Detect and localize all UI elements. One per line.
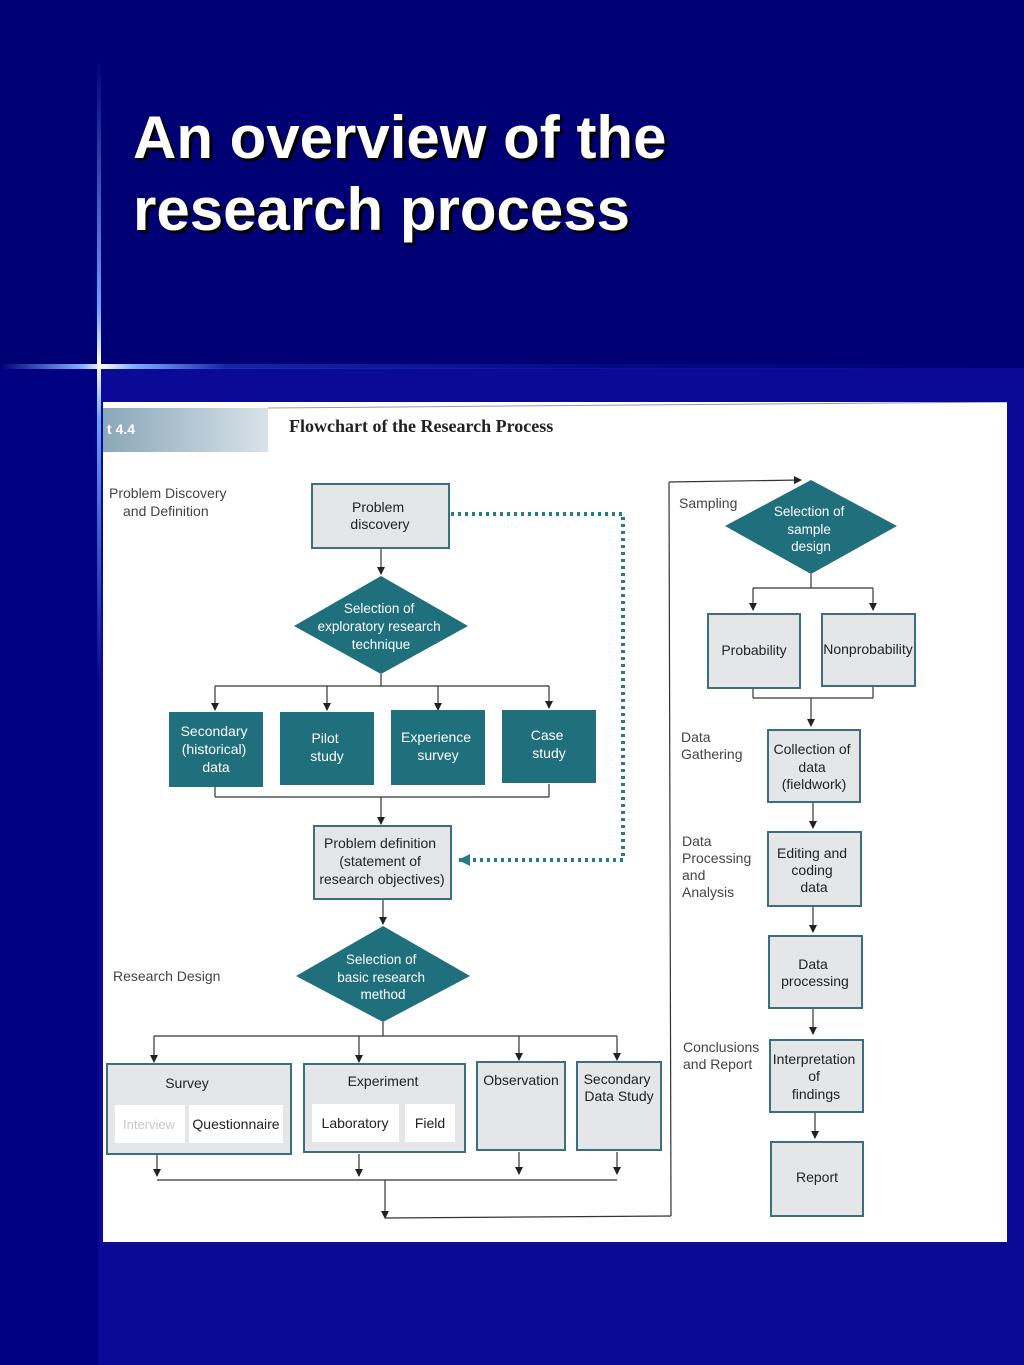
node-experience-survey: Experience survey: [391, 710, 485, 785]
svg-text:Experiment: Experiment: [348, 1073, 419, 1089]
horizontal-accent-line: [0, 364, 1024, 369]
slide-header-band: [0, 0, 1024, 368]
node-probability: Probability: [707, 613, 801, 689]
node-report: Report: [770, 1141, 864, 1217]
node-data-processing: Data processing: [768, 935, 863, 1009]
svg-text:Observation: Observation: [483, 1072, 558, 1088]
flowchart-figure: t 4.4 Flowchart of the Research Process: [103, 402, 1007, 1242]
node-exploratory-technique: Selection of exploratory research techni…: [294, 576, 468, 674]
svg-text:Selection of explorato: Selection of exploratory research techni…: [318, 601, 445, 652]
stage-label-research-design: Research Design: [113, 968, 220, 984]
node-collection-of-data: Collection of data (fieldwork): [767, 729, 861, 803]
slide-title-line-1: An overview of the: [133, 104, 667, 171]
svg-text:Problem discovery: Problem discovery: [350, 499, 409, 532]
slide-title: An overview of the research process: [133, 102, 933, 246]
node-nonprobability: Nonprobability: [821, 613, 916, 687]
stage-label-data-gathering: Data Gathering: [681, 729, 742, 762]
node-editing-coding: Editing and coding data: [767, 831, 862, 907]
node-case-study: Case study: [502, 710, 596, 783]
exhibit-label-band: [103, 408, 268, 452]
figure-title: Flowchart of the Research Process: [289, 416, 553, 436]
slide-left-band: [0, 368, 98, 1365]
title-rule: [267, 402, 1007, 409]
node-problem-definition: Problem definition (statement of researc…: [313, 825, 452, 900]
exhibit-label: t 4.4: [107, 421, 135, 437]
feedback-dotted-arrow: [451, 512, 625, 866]
svg-text:Collection of data: Collection of data (fieldwork): [774, 741, 855, 792]
stage-label-conclusions: Conclusions and Report: [683, 1039, 763, 1072]
node-questionnaire: Questionnaire: [189, 1105, 283, 1143]
svg-text:Field: Field: [415, 1115, 445, 1131]
node-sample-design: Selection of sample design: [725, 480, 897, 574]
stage-label-data-processing: Data Processing and Analysis: [682, 833, 755, 900]
svg-text:Survey: Survey: [165, 1075, 209, 1091]
svg-text:Pilot study: Pilot study: [310, 730, 343, 764]
svg-text:Questionnaire: Questionnaire: [192, 1116, 279, 1132]
svg-text:Selection of basic res: Selection of basic research method: [337, 952, 429, 1002]
svg-text:Data processing: Data processing: [781, 956, 849, 989]
svg-text:Experience survey: Experience survey: [401, 729, 475, 763]
svg-text:Report: Report: [796, 1169, 838, 1185]
svg-text:Laboratory: Laboratory: [322, 1115, 389, 1131]
node-problem-discovery: Problem discovery: [311, 483, 450, 549]
stage-label-problem-discovery: Problem Discovery and Definition: [109, 485, 230, 519]
svg-text:Probability: Probability: [721, 642, 786, 658]
vertical-accent-line: [97, 60, 101, 680]
node-basic-method: Selection of basic research method: [296, 926, 470, 1022]
svg-text:Secondary (historical): Secondary (historical) data: [181, 723, 252, 775]
connector-lines: [150, 476, 877, 1219]
svg-text:Case study: Case study: [531, 727, 568, 761]
node-interview: Interview: [115, 1105, 185, 1143]
node-secondary-data-study: Secondary Data Study: [576, 1061, 662, 1151]
svg-text:Nonprobability: Nonprobability: [823, 641, 913, 657]
svg-text:Secondary Data Study: Secondary Data Study: [584, 1071, 655, 1104]
slide-title-line-2: research process: [133, 176, 630, 243]
node-laboratory: Laboratory: [312, 1104, 399, 1142]
node-interpretation: Interpretation of findings: [769, 1039, 864, 1113]
node-pilot-study: Pilot study: [280, 712, 374, 785]
svg-text:Selection of sample: Selection of sample design: [774, 504, 848, 554]
svg-text:Interview: Interview: [123, 1117, 176, 1132]
flowchart-svg: t 4.4 Flowchart of the Research Process: [103, 402, 1007, 1219]
stage-label-sampling: Sampling: [679, 495, 737, 511]
node-secondary-data: Secondary (historical) data: [169, 712, 263, 787]
node-field: Field: [405, 1104, 455, 1142]
node-observation: Observation: [476, 1061, 566, 1151]
svg-text:Editing and coding: Editing and coding data: [777, 845, 851, 895]
svg-text:Problem definition (st: Problem definition (statement of researc…: [319, 835, 444, 887]
svg-text:Interpretation of: Interpretation of findings: [773, 1051, 859, 1102]
